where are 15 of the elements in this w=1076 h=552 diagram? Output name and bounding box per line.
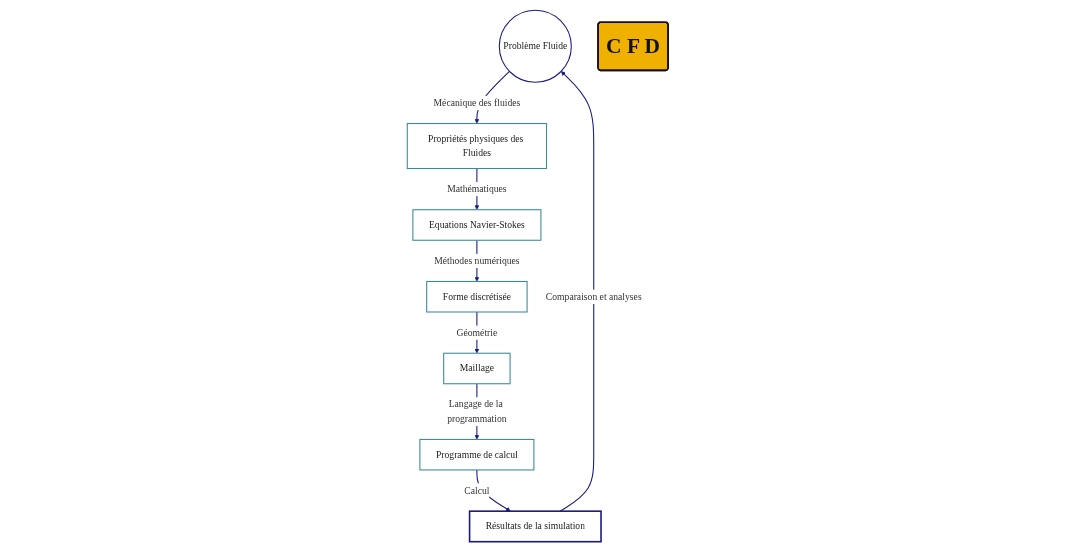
node-box: Equations Navier-Stokes: [412, 209, 542, 241]
edge-label: Calcul: [464, 484, 490, 496]
node-circle: Problème Fluide: [499, 9, 573, 83]
edge-label: Méthodes numériques: [434, 255, 520, 266]
arrow: [559, 71, 595, 512]
edge-label: Géométrie: [456, 326, 498, 338]
edge-label: Mécanique des fluides: [433, 97, 521, 108]
edge-label: Comparaison et analyses: [546, 291, 642, 302]
edge-label: Langage de la programmation: [447, 398, 507, 424]
node-box: Résultats de la simulation: [469, 510, 603, 543]
node-box: Programme de calcul: [419, 438, 535, 471]
node-box: Forme discrétisée: [426, 280, 528, 313]
node-box: Propriétés physiques des Fluides: [407, 123, 548, 170]
node-box: Maillage: [443, 352, 511, 385]
edge-label: Mathématiques: [447, 183, 507, 195]
